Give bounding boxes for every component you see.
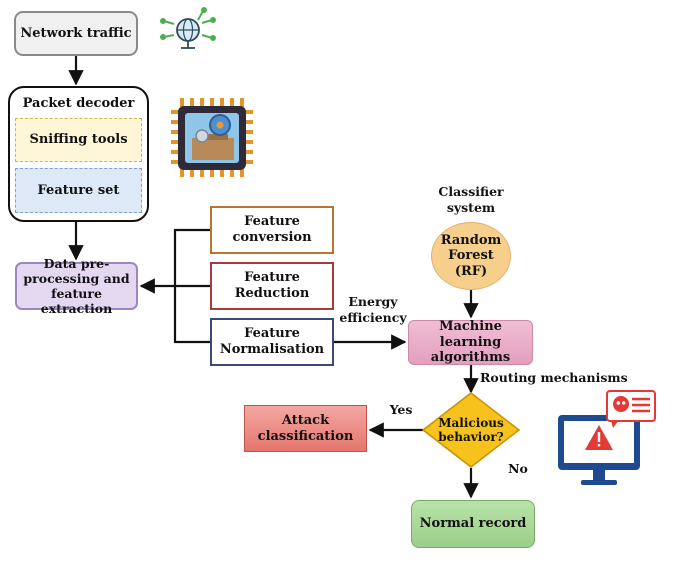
- feature-normalisation-label: Feature Normalisation: [219, 326, 325, 357]
- feature-reduction-label: Feature Reduction: [234, 270, 310, 301]
- no-label: No: [508, 461, 528, 476]
- attack-classification-box: Attack classification: [244, 405, 367, 452]
- feature-set-label: Feature set: [37, 182, 120, 198]
- feature-conversion-box: Feature conversion: [210, 206, 334, 254]
- network-traffic-label: Network traffic: [20, 25, 132, 41]
- attack-classification-label: Attack classification: [257, 412, 354, 444]
- malicious-behavior-text: Malicious behavior?: [438, 415, 504, 444]
- malicious-behavior-label: Malicious behavior?: [431, 413, 511, 447]
- feature-normalisation-box: Feature Normalisation: [210, 318, 334, 366]
- ml-algorithms-box: Machine learning algorithms: [408, 319, 533, 366]
- random-forest-label: Random Forest (RF): [440, 232, 502, 279]
- sniffing-tools-box: Sniffing tools: [15, 118, 142, 162]
- processor-chip-icon: [171, 98, 253, 177]
- feature-reduction-box: Feature Reduction: [210, 262, 334, 310]
- sniffing-tools-label: Sniffing tools: [29, 132, 128, 148]
- ml-algorithms-label: Machine learning algorithms: [430, 319, 511, 366]
- routing-mechanisms-label: Routing mechanisms: [480, 370, 628, 385]
- network-globe-icon: [160, 7, 216, 49]
- random-forest-node: Random Forest (RF): [431, 222, 511, 290]
- data-preprocessing-box: Data pre-processing and feature extracti…: [15, 256, 138, 316]
- packet-decoder-label: Packet decoder: [22, 96, 135, 111]
- energy-efficiency-label: Energy efficiency: [339, 294, 407, 325]
- normal-record-label: Normal record: [419, 516, 527, 532]
- classifier-system-label: Classifier system: [438, 184, 504, 215]
- decision-diamond: [421, 392, 521, 468]
- monitor-alert-icon: [558, 390, 656, 485]
- network-traffic-box: Network traffic: [14, 11, 138, 56]
- yes-label: Yes: [389, 402, 413, 417]
- data-preprocessing-label: Data pre-processing and feature extracti…: [23, 256, 130, 316]
- normal-record-box: Normal record: [411, 500, 535, 548]
- feature-set-box: Feature set: [15, 168, 142, 213]
- feature-conversion-label: Feature conversion: [232, 214, 312, 245]
